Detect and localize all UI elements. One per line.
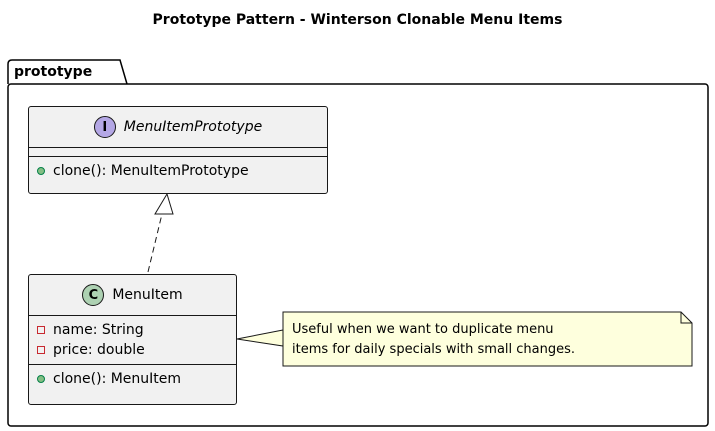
note-line: Useful when we want to duplicate menu (292, 322, 554, 337)
class-menu-item: C MenuItem name: String price: double cl… (28, 274, 237, 405)
note-fold (680, 312, 692, 324)
note-line: items for daily specials with small chan… (292, 342, 576, 357)
field-text: name: String (53, 322, 144, 338)
method-signature: clone(): MenuItem (53, 371, 182, 387)
interface-badge-icon: I (93, 116, 116, 138)
class-fields-section: name: String price: double (29, 316, 236, 365)
class-field: name: String (37, 320, 228, 340)
interface-menu-item-prototype: I MenuItemPrototype clone(): MenuItemPro… (28, 106, 328, 194)
interface-method: clone(): MenuItemPrototype (37, 161, 319, 181)
class-field: price: double (37, 340, 228, 360)
interface-fields-section (29, 148, 327, 157)
field-text: price: double (53, 342, 145, 358)
package-tab-outline (7, 59, 128, 85)
note-connector (236, 329, 284, 347)
interface-name: MenuItemPrototype (123, 119, 263, 135)
package-frame (7, 83, 709, 427)
realization-arrowhead (154, 192, 174, 215)
note-connector-cover (283, 330, 286, 346)
realization-edge (147, 213, 163, 273)
class-methods-section: clone(): MenuItem (29, 365, 236, 393)
note-shape (282, 311, 693, 367)
interface-methods-section: clone(): MenuItemPrototype (29, 157, 327, 185)
method-signature: clone(): MenuItemPrototype (53, 163, 249, 179)
interface-header: I MenuItemPrototype (29, 107, 327, 148)
private-visibility-icon (37, 326, 45, 334)
public-visibility-icon (37, 375, 45, 383)
note: Useful when we want to duplicate menu it… (292, 320, 575, 360)
class-method: clone(): MenuItem (37, 369, 228, 389)
class-name: MenuItem (112, 287, 183, 303)
diagram-title: Prototype Pattern - Winterson Clonable M… (152, 12, 563, 28)
package-name: prototype (14, 64, 93, 80)
class-header: C MenuItem (29, 275, 236, 316)
class-badge-icon: C (82, 284, 105, 306)
private-visibility-icon (37, 346, 45, 354)
public-visibility-icon (37, 167, 45, 175)
